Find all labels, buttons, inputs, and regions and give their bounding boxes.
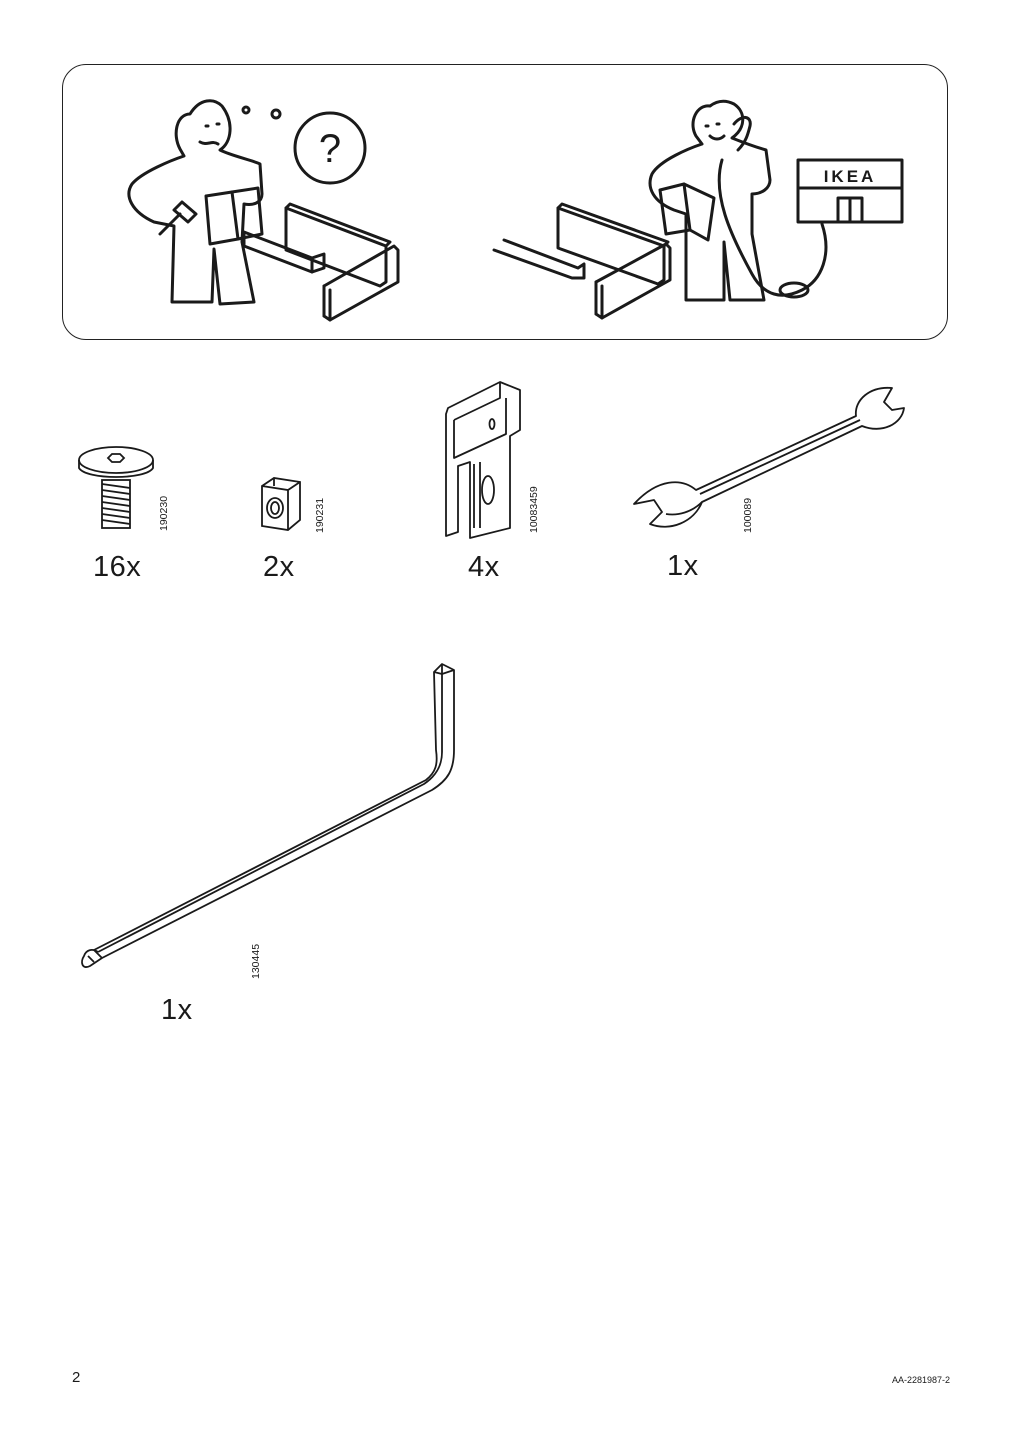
phone-base — [778, 281, 810, 299]
page-number: 2 — [72, 1369, 81, 1386]
part-qty: 1x — [161, 994, 193, 1026]
part-code: 130445 — [250, 943, 262, 979]
part-qty: 2x — [263, 551, 295, 583]
question-mark: ? — [319, 127, 341, 171]
part-code: 190231 — [314, 497, 326, 533]
screw-icon — [78, 446, 154, 529]
ikea-store-building — [796, 158, 904, 224]
store-sign: IKEA — [824, 167, 877, 186]
wrench-icon — [633, 387, 905, 528]
part-qty: 4x — [468, 551, 500, 583]
help-illustration: ? IKEA — [127, 99, 904, 322]
hex-key-icon — [81, 663, 455, 968]
help-illustration-panel — [62, 64, 948, 340]
part-qty: 1x — [667, 550, 699, 582]
part-code: 100089 — [742, 497, 754, 533]
question-bubble — [293, 111, 367, 185]
document-id: AA-2281987-2 — [891, 1375, 950, 1385]
phoning-man-figure — [648, 99, 828, 302]
part-code: 10083459 — [528, 486, 540, 533]
hook-bracket-icon — [445, 381, 521, 539]
part-qty: 16x — [93, 551, 142, 583]
part-code: 190230 — [158, 495, 170, 531]
square-nut-icon — [261, 477, 301, 531]
furniture-parts-right — [492, 202, 672, 320]
furniture-parts-left — [242, 202, 400, 322]
confused-man-figure — [127, 99, 282, 306]
